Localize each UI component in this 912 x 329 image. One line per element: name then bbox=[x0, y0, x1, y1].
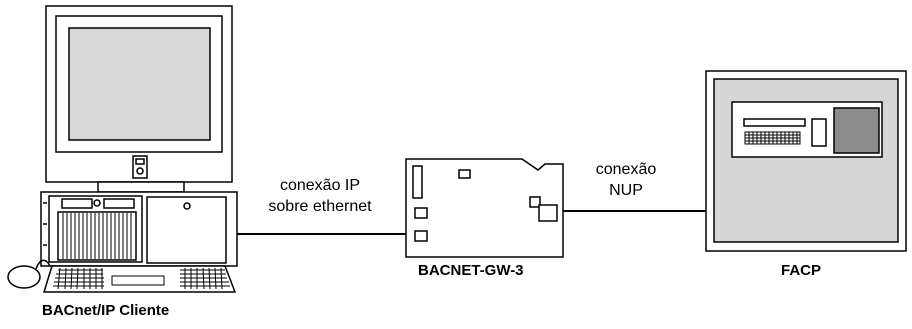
gateway-label: BACNET-GW-3 bbox=[418, 262, 524, 279]
client-label: BACnet/IP Cliente bbox=[42, 302, 170, 319]
nup-connection-line2: NUP bbox=[609, 182, 643, 199]
nup-connection-label: conexão NUP bbox=[576, 159, 676, 201]
facp-label: FACP bbox=[781, 262, 822, 279]
gateway-board-icon bbox=[405, 158, 564, 258]
nup-connection-line1: conexão bbox=[595, 161, 657, 178]
ip-connection-line2: sobre ethernet bbox=[268, 198, 372, 215]
ip-connection-line1: conexão IP bbox=[279, 177, 361, 194]
ip-connection-label: conexão IP sobre ethernet bbox=[252, 175, 388, 217]
facp-panel-icon bbox=[705, 70, 907, 252]
client-computer-icon bbox=[7, 5, 238, 293]
